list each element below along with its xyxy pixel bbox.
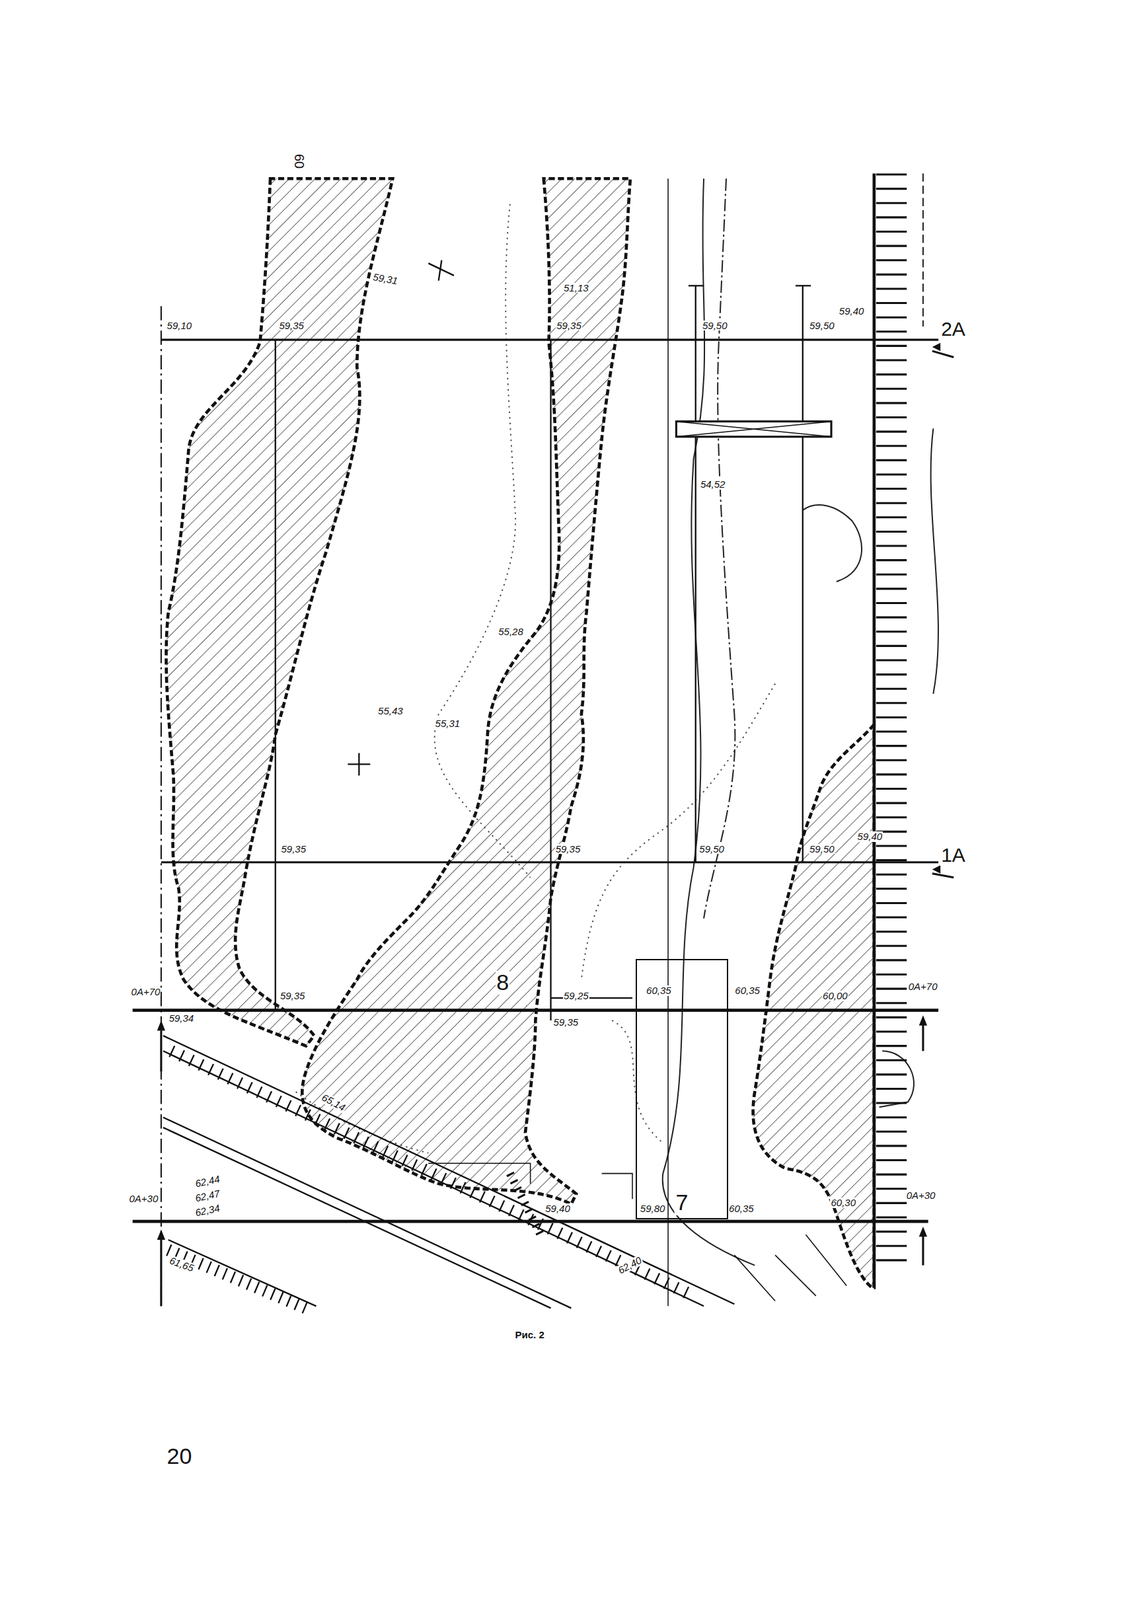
elevation-label: 59,50 (808, 843, 836, 855)
elevation-label: 59,35 (278, 320, 305, 332)
elevation-label: 59,35 (555, 320, 583, 332)
elevation-label: 60,00 (822, 990, 849, 1002)
elevation-label: 62,47 (193, 1188, 222, 1204)
callout-number: 2А (940, 318, 967, 340)
elevation-label: 59,40 (544, 1203, 571, 1214)
callout-number: 8 (495, 970, 510, 995)
elevation-label: 60 (292, 153, 306, 170)
elevation-label: 61,65 (167, 1254, 197, 1274)
elevation-label: 0А+70 (130, 986, 162, 998)
elevation-label: 59,25 (562, 990, 590, 1002)
figure-caption: Рис. 2 (514, 1328, 544, 1341)
elevation-label: 59,50 (808, 320, 836, 332)
callout-number: 1А (940, 844, 967, 866)
elevation-label: 62,44 (193, 1173, 222, 1190)
arrow-tick (157, 342, 941, 1240)
elevation-label: 59,34 (168, 1012, 195, 1024)
elevation-label: 59,31 (371, 271, 400, 287)
elevation-label: 59,10 (166, 320, 193, 332)
elevation-label: 59,80 (639, 1203, 667, 1214)
stream-line (662, 173, 939, 1265)
structure-box: 7 (635, 958, 729, 1220)
elevation-label: 60,35 (734, 985, 761, 996)
elevation-label: 59,35 (280, 843, 307, 855)
elevation-label: 59,50 (698, 843, 725, 855)
elevation-label: 59,35 (555, 843, 582, 855)
elevation-label: 0А+30 (905, 1190, 937, 1201)
elevation-label: 59,50 (701, 320, 729, 332)
elevation-label: 55,28 (497, 626, 525, 637)
elevation-label: 54,52 (699, 479, 727, 490)
elevation-label: 0А+30 (128, 1193, 159, 1204)
elevation-label: 59,40 (838, 305, 865, 317)
elevation-label: 59,40 (857, 831, 884, 842)
elevation-label: 62,34 (193, 1201, 222, 1218)
elevation-label: 62,40 (615, 1254, 644, 1276)
section-line (132, 173, 955, 1306)
callout-number: 20 (166, 1444, 193, 1469)
elevation-label: 51,13 (562, 282, 590, 294)
callout-number: 7 (674, 1189, 690, 1216)
bridge-symbol (675, 421, 832, 437)
road (163, 1035, 847, 1308)
elevation-label: 60,30 (829, 1197, 857, 1208)
elevation-label: 60,35 (728, 1203, 755, 1214)
elevation-label: 0А+70 (907, 981, 939, 992)
slope-band (165, 178, 874, 1288)
elevation-label: 59,35 (553, 1016, 580, 1028)
elevation-label: 55,31 (434, 718, 462, 729)
elevation-label: 60,35 (645, 985, 673, 996)
elevation-label: 59,35 (279, 990, 306, 1002)
survey-mark (347, 260, 454, 776)
elevation-label: 55,43 (377, 705, 404, 717)
